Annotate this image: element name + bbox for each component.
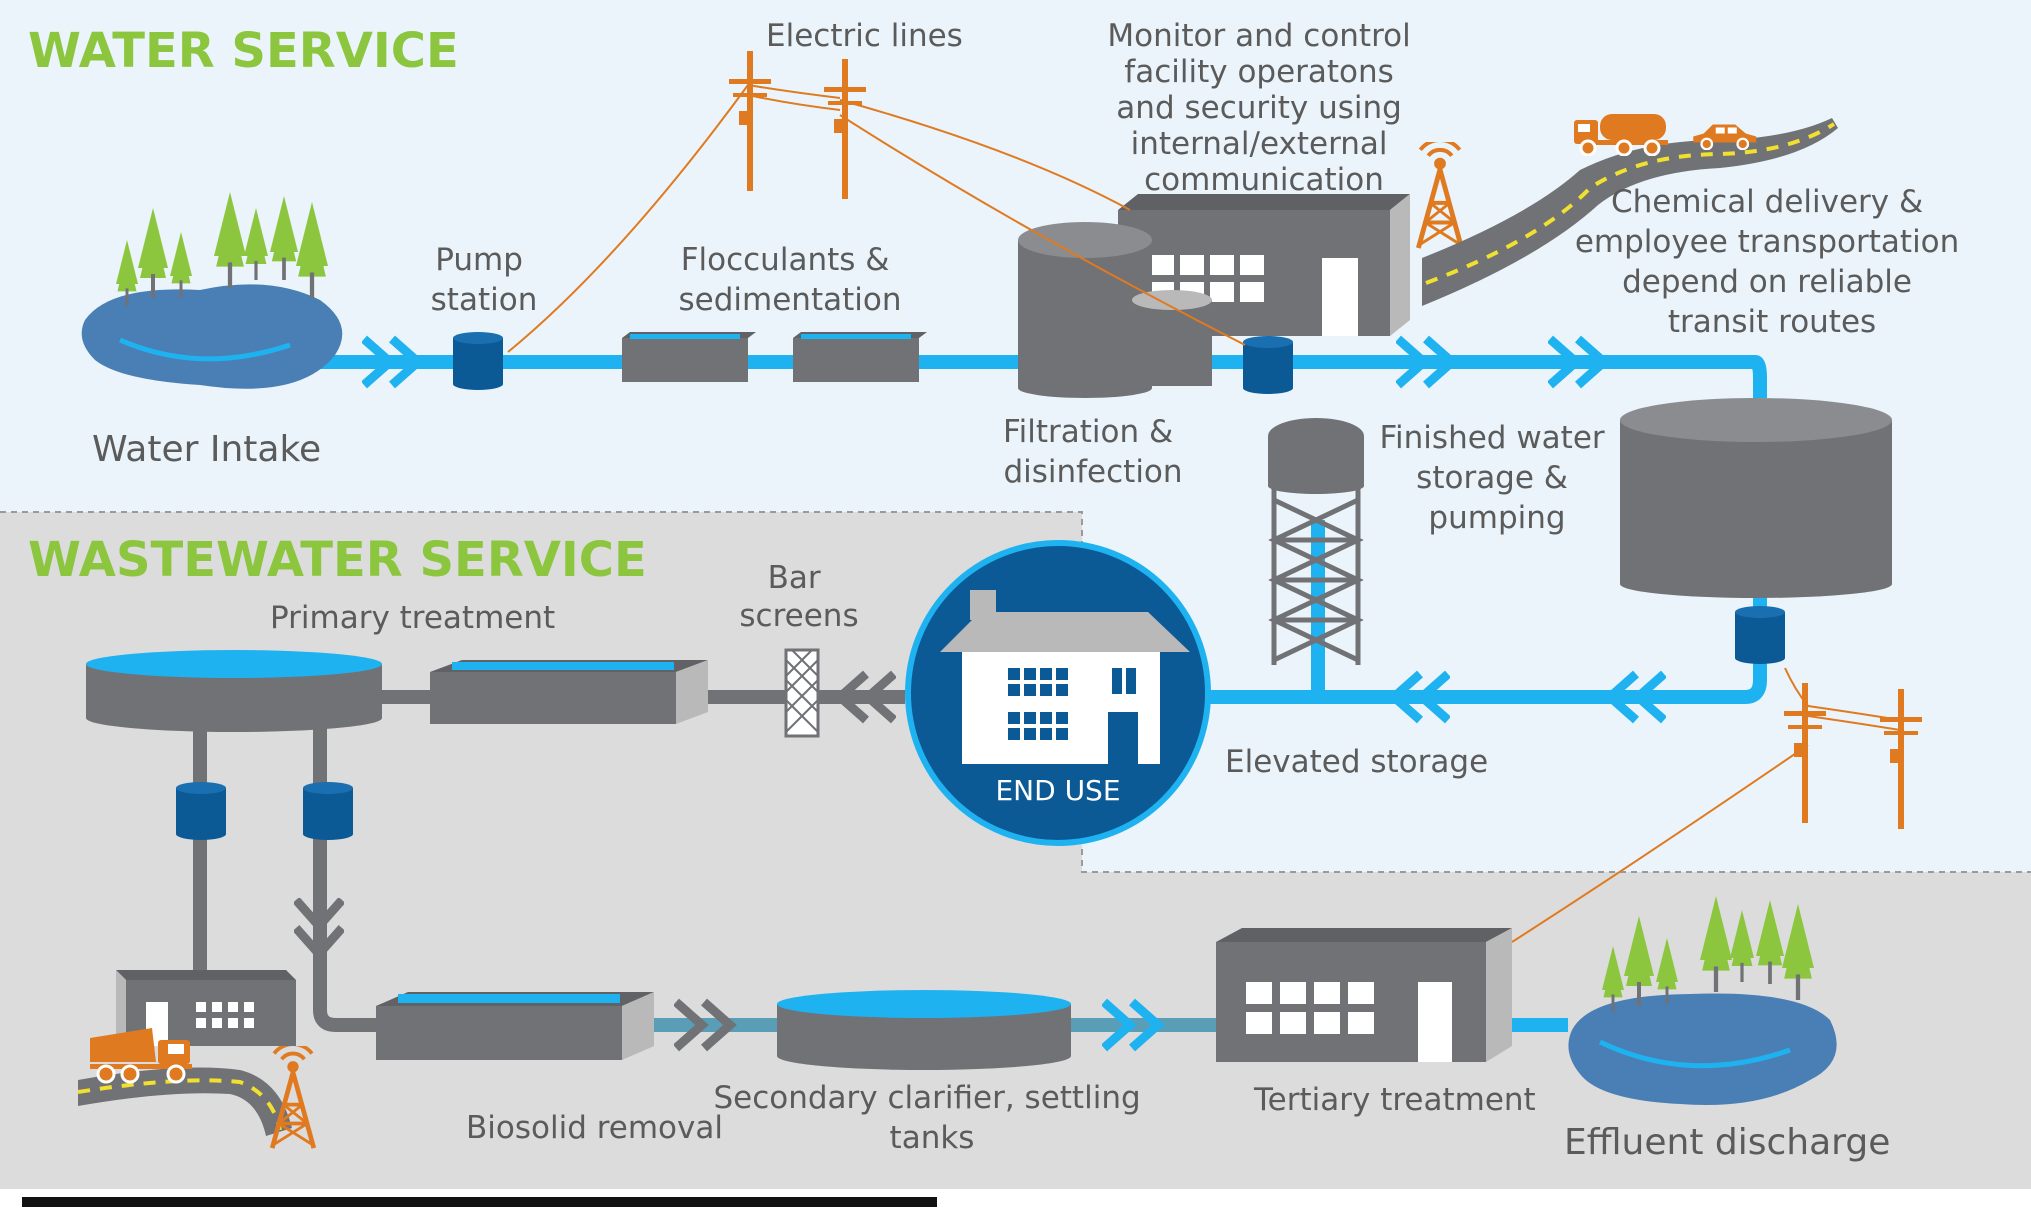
chemical-delivery-label: Chemical delivery & employee transportat… <box>1575 184 1969 340</box>
road-icon <box>1422 118 1838 306</box>
pump-icon <box>176 782 353 840</box>
biosolid-tank-icon <box>376 992 654 1060</box>
bar-screen-icon <box>784 648 820 738</box>
electric-lines-icon <box>507 51 1246 353</box>
tertiary-treatment-label: Tertiary treatment <box>1253 1082 1536 1118</box>
finished-water-label: Finished water storage & pumping <box>1379 420 1614 536</box>
primary-clarifier-icon <box>86 650 382 732</box>
road-icon <box>77 1067 292 1136</box>
water-intake-label: Water Intake <box>92 429 321 470</box>
finished-water-storage-tank-icon <box>1620 398 1892 598</box>
pump-station-label: Pump station <box>431 242 538 318</box>
elevated-storage-label: Elevated storage <box>1225 744 1488 780</box>
secondary-clarifier-label: Secondary clarifier, settling tanks <box>713 1080 1150 1156</box>
pump-icon <box>1243 336 1293 394</box>
scale-bar <box>22 1197 937 1207</box>
filtration-label: Filtration & disinfection <box>1003 414 1183 490</box>
biosolid-removal-label: Biosolid removal <box>466 1110 723 1146</box>
tertiary-building-icon <box>1216 928 1512 1062</box>
wastewater-service-heading: WASTEWATER SERVICE <box>28 532 647 588</box>
monitor-control-label: Monitor and control facility operatons a… <box>1107 18 1420 198</box>
flocculants-label: Flocculants & sedimentation <box>679 242 902 318</box>
service-divider <box>0 511 2031 873</box>
primary-treatment-label: Primary treatment <box>270 600 555 636</box>
primary-tank-icon <box>430 660 708 724</box>
electric-lines-label: Electric lines <box>766 18 963 54</box>
water-tower-icon <box>1268 418 1364 665</box>
utility-pole-icon <box>1511 667 1922 943</box>
tanker-truck-icon <box>1572 112 1670 156</box>
filtration-building-icon <box>1018 194 1410 398</box>
end-use-icon <box>905 540 1211 846</box>
effluent-lake-icon <box>1568 993 1837 1105</box>
effluent-discharge-label: Effluent discharge <box>1564 1122 1890 1163</box>
end-use-label: END USE <box>995 774 1120 807</box>
water-service-heading: WATER SERVICE <box>28 23 459 79</box>
water-intake-lake-icon <box>81 284 343 389</box>
bar-screens-label: Bar screens <box>739 560 858 634</box>
pump-icon <box>1735 606 1785 664</box>
pump-station-icon <box>453 332 503 390</box>
secondary-clarifier-icon <box>777 990 1071 1070</box>
flocculant-tank-icon <box>622 332 927 382</box>
